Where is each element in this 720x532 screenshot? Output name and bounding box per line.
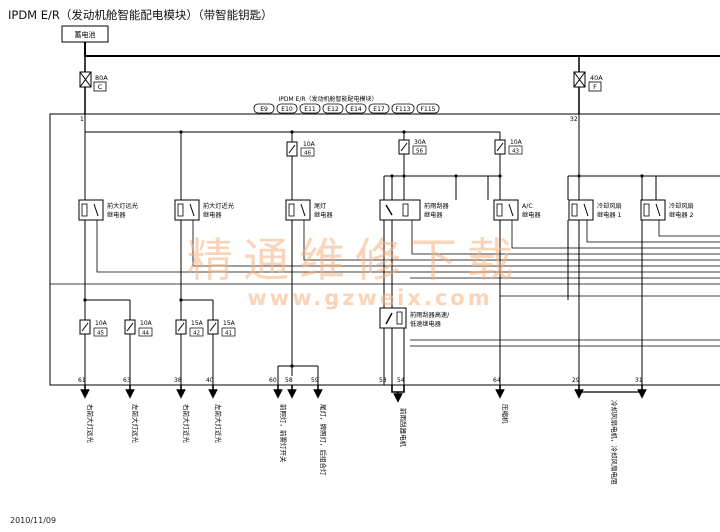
connector-label: E14 bbox=[350, 106, 362, 113]
relay-label: 继电器 bbox=[424, 211, 443, 219]
relay-label: 继电器 bbox=[203, 211, 222, 219]
input-pin: 32 bbox=[570, 116, 578, 123]
fuse-amp: 30A bbox=[414, 139, 427, 146]
output-label: 右前大灯近光 bbox=[182, 404, 191, 444]
main-fuse-80a: 80A C bbox=[79, 71, 108, 92]
output-label: 尾灯，牌照灯，后组合灯 bbox=[319, 404, 328, 476]
main-fuse-code: F bbox=[593, 83, 597, 91]
relay-tail: 尾灯 继电器 bbox=[285, 199, 333, 221]
fuse-amp: 10A bbox=[510, 139, 523, 146]
relay-label: 继电器 1 bbox=[597, 211, 622, 219]
fuse-code: 42 bbox=[193, 331, 200, 337]
output-label: 左前大灯远光 bbox=[131, 404, 140, 444]
battery-label: 蓄电池 bbox=[75, 30, 96, 39]
connector-label: E17 bbox=[373, 106, 385, 113]
relay-label: 继电器 2 bbox=[669, 211, 694, 219]
connector-label: E12 bbox=[327, 106, 339, 113]
fuse-code: 44 bbox=[142, 331, 149, 337]
fuse-amp: 10A bbox=[95, 320, 108, 327]
fuse-code: 46 bbox=[304, 151, 311, 157]
output-pin: 61 bbox=[78, 377, 86, 384]
main-power-bus bbox=[84, 42, 720, 57]
watermark: 精通维修下载 www.gzweix.com bbox=[187, 233, 523, 310]
relay-label: 前大灯近光 bbox=[203, 202, 234, 210]
relay-headlamp-high: 前大灯远光 继电器 bbox=[78, 199, 138, 221]
output-labels: 右前大灯远光 左前大灯远光 右前大灯近光 左前大灯近光 前照灯，前雾灯开关 尾灯… bbox=[86, 400, 619, 485]
output-pin: 40 bbox=[206, 377, 214, 384]
fuse-code: 41 bbox=[225, 331, 232, 337]
fuse-amp: 15A bbox=[223, 320, 236, 327]
connector-label: F115 bbox=[421, 106, 436, 113]
connector-label: F113 bbox=[396, 106, 411, 113]
relay-label: 低速继电器 bbox=[410, 320, 442, 328]
relay-label: 继电器 bbox=[522, 211, 541, 219]
relay-label: 前大灯远光 bbox=[107, 202, 138, 210]
input-pin: 1 bbox=[80, 116, 84, 123]
inner-fuse-56: 30A 56 bbox=[398, 139, 427, 155]
output-pin: 53 bbox=[379, 377, 387, 384]
output-arrows bbox=[80, 385, 647, 399]
connector-label: E10 bbox=[281, 106, 293, 113]
connector-label: E9 bbox=[260, 106, 268, 113]
fuse-amp: 15A bbox=[191, 320, 204, 327]
module-boundary bbox=[49, 113, 720, 386]
document-date: 2010/11/09 bbox=[10, 516, 57, 525]
output-pin: 31 bbox=[635, 377, 643, 384]
watermark-main: 精通维修下载 bbox=[187, 233, 523, 287]
output-pin: 63 bbox=[123, 377, 131, 384]
output-pin: 29 bbox=[572, 377, 580, 384]
inner-fuse-42: 15A 42 bbox=[175, 319, 204, 337]
connector-row: E9 E10 E11 E12 E14 E17 F113 F115 bbox=[253, 103, 440, 114]
output-label: 前雨刮器电机 bbox=[399, 408, 408, 448]
module-label: IPDM E/R（发动机舱智能配电模块） bbox=[278, 95, 377, 103]
output-label: 冷却风扇电机，冷却风扇电阻 bbox=[610, 400, 619, 485]
output-label: 压缩机 bbox=[501, 404, 510, 424]
relay-label: 冷却风扇 bbox=[597, 202, 622, 210]
relay-label: A/C bbox=[522, 203, 533, 210]
output-pin: 38 bbox=[174, 377, 182, 384]
output-pin: 64 bbox=[493, 377, 501, 384]
inner-fuse-43: 10A 43 bbox=[494, 139, 523, 155]
inner-fuse-46: 10A 46 bbox=[286, 141, 316, 157]
output-label: 左前大灯近光 bbox=[214, 404, 223, 444]
main-fuse-amp: 80A bbox=[95, 74, 108, 82]
page-title: IPDM E/R（发动机舱智能配电模块）（带智能钥匙） bbox=[8, 8, 273, 22]
relay-front-wiper: 前雨刮器 继电器 bbox=[379, 199, 450, 221]
inner-fuse-41: 15A 41 bbox=[207, 319, 236, 337]
relay-wiper-high-low: 前雨刮器高速/ 低速继电器 bbox=[379, 307, 450, 329]
relay-label: 继电器 bbox=[107, 211, 126, 219]
relay-label: 前雨刮器高速/ bbox=[410, 311, 450, 319]
output-pin: 60 bbox=[269, 377, 277, 384]
fuse-amp: 10A bbox=[140, 320, 153, 327]
relay-label: 前雨刮器 bbox=[424, 202, 450, 210]
output-pin: 54 bbox=[397, 377, 405, 384]
relay-label: 继电器 bbox=[314, 211, 333, 219]
fuse-code: 43 bbox=[512, 149, 519, 155]
main-fuse-code: C bbox=[98, 83, 103, 91]
watermark-url: www.gzweix.com bbox=[247, 286, 492, 310]
inner-fuse-45: 10A 45 bbox=[79, 319, 108, 337]
control-lines bbox=[50, 220, 720, 347]
main-fuse-amp: 40A bbox=[590, 74, 603, 82]
output-label: 前照灯，前雾灯开关 bbox=[279, 404, 288, 463]
relay-label: 冷却风扇 bbox=[669, 202, 694, 210]
relay-label: 尾灯 bbox=[314, 202, 326, 210]
fuse-code: 45 bbox=[97, 331, 104, 337]
relay-cooling-fan-1: 冷却风扇 继电器 1 bbox=[568, 199, 622, 221]
output-pin-labels: 61 63 38 40 60 58 59 53 54 64 29 31 bbox=[78, 377, 643, 384]
connector-label: E11 bbox=[304, 106, 316, 113]
output-pin: 59 bbox=[311, 377, 319, 384]
inner-fuse-44: 10A 44 bbox=[124, 319, 153, 337]
relay-headlamp-low: 前大灯近光 继电器 bbox=[174, 199, 234, 221]
fuse-amp: 10A bbox=[303, 141, 316, 148]
output-label: 右前大灯远光 bbox=[86, 404, 95, 444]
relay-cooling-fan-2: 冷却风扇 继电器 2 bbox=[640, 199, 694, 221]
fuse-code: 56 bbox=[416, 149, 423, 155]
relay-ac: A/C 继电器 bbox=[493, 199, 541, 221]
output-pin: 58 bbox=[285, 377, 293, 384]
